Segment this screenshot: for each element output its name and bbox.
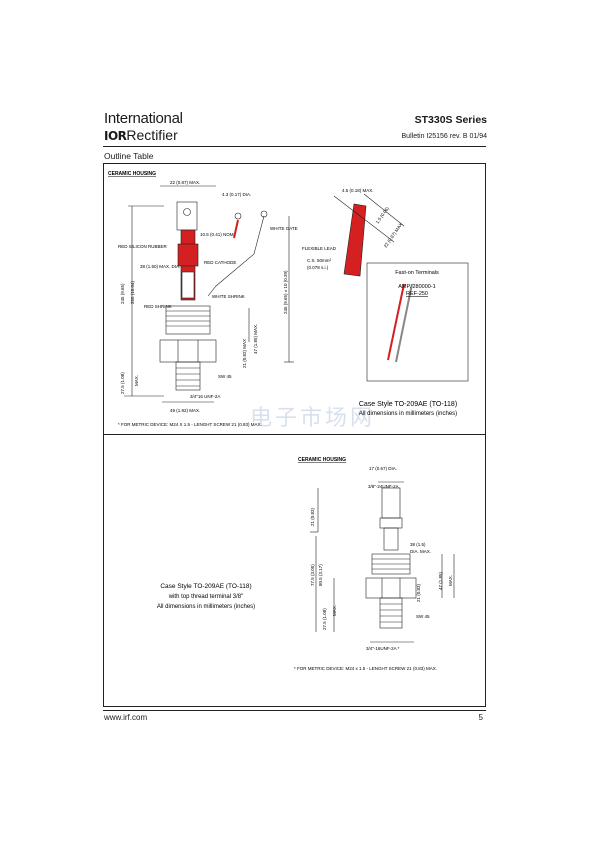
dim-275: 27.5 (1.08): [120, 372, 125, 394]
dim-dia-2: 17 (0.67) DIA.: [369, 466, 397, 471]
case-style-2: Case Style TO-209AE (TO-118): [160, 583, 251, 590]
section-title: Outline Table: [104, 151, 154, 161]
dim-47-2: 47 (1.85): [438, 571, 443, 590]
logo-rectifier: Rectifier: [126, 127, 178, 143]
housing-label-1: CERAMIC HOUSING: [108, 171, 156, 177]
dim-80: 80.5 (3.17): [318, 564, 323, 586]
red-rubber: [177, 243, 199, 267]
footer-rule: [103, 710, 486, 711]
label-white-shrink: WHITE SHRINK: [212, 294, 245, 299]
label-sw-2: SW 45: [416, 614, 430, 619]
outline-frame: [103, 163, 486, 707]
flexible-lead-side: [343, 203, 367, 277]
dim-47: 47 (1.85) MAX.: [253, 324, 258, 354]
watermark-text: 电子市场网: [250, 406, 376, 431]
top-thread-label: 3/8"-24UNF-2A: [368, 484, 399, 489]
gate-lead: [207, 215, 265, 297]
label-red-shrink: RED SHRINK: [144, 304, 172, 309]
dim-max-dia: 38 (1.50) MAX. DIA.: [140, 264, 180, 269]
ceramic-housing: [165, 305, 211, 335]
thread-stud: [175, 361, 201, 391]
dims-note-1: All dimensions in millimeters (inches): [359, 411, 457, 417]
top-lug: [176, 201, 198, 231]
gate-terminal: [234, 212, 242, 220]
case-style-sub-2: with top thread terminal 3/8": [168, 594, 244, 600]
dim-255: 255 (10.04): [130, 280, 135, 304]
cathode-terminal: [260, 210, 268, 218]
dim-side-45: 4.5 (0.18) MAX.: [342, 188, 374, 193]
hex-base: [159, 339, 217, 363]
lug-hole: [183, 208, 191, 216]
outline-divider: [103, 434, 486, 435]
company-logo-line1: International: [104, 110, 183, 127]
dim-max-2: MAX.: [448, 575, 453, 586]
dim-dia-small: 4.3 (0.17) DIA.: [222, 192, 251, 197]
fast-on-box: [366, 262, 469, 382]
dim-width-top: 22 (0.87) MAX.: [170, 180, 200, 185]
dim-max-dia2-2: DIA. MAX.: [410, 549, 431, 554]
footer-url[interactable]: www.irf.com: [104, 713, 148, 722]
dim-77: 77.5 (3.05): [310, 564, 315, 586]
footnote-1: * FOR METRIC DEVICE: M24 X 1.5 - LENGHT …: [118, 422, 262, 427]
fast-on-title: Fast-on Terminals: [395, 270, 439, 276]
label-sw: SW 45: [218, 374, 232, 379]
top-neck: [383, 527, 399, 551]
drawing-2: CERAMIC HOUSING 17 (0.67) DIA. 3/8"-24UN…: [157, 457, 455, 671]
dim-max-dia-2: 38 (1.5): [410, 542, 426, 547]
white-shrink: [181, 271, 195, 299]
thread-label-2: 3/4"-16UNF-2A *: [366, 646, 400, 651]
dim-21: 21 (0.82) MAX: [242, 339, 247, 368]
hex-base-2: [365, 577, 417, 599]
series-title: ST330S Series: [414, 114, 487, 126]
fast-on-amp: AMP. 280000-1: [398, 284, 436, 290]
housing-label-2: CERAMIC HOUSING: [298, 457, 346, 463]
label-white-gate: WHITE GATE: [270, 226, 298, 231]
bulletin-number: Bulletin I25156 rev. B 01/94: [401, 133, 487, 140]
dim-245: 245 (9.65): [120, 283, 125, 304]
dim-21-top: 21 (0.83): [310, 507, 315, 526]
dim-max2-2: MAX.: [332, 605, 337, 616]
label-red-silicon: RED SILICON RUBBER: [118, 244, 168, 249]
dim-nom: 10.5 (0.41) NOM.: [200, 232, 235, 237]
page-number: 5: [478, 713, 483, 722]
footnote-2: * FOR METRIC DEVICE: M24 x 1.5 - LENGHT …: [294, 666, 437, 671]
company-logo-line2: IORRectifier: [104, 127, 178, 143]
thread-stud-2: [379, 597, 403, 629]
dim-width-bottom: 49 (1.92) MAX.: [170, 408, 200, 413]
label-red-cathode: RED CATHODE: [204, 260, 236, 265]
dim-275-2: 27.5 (1.08): [322, 608, 327, 630]
top-thread-terminal: [381, 487, 401, 519]
fast-on-red: [387, 283, 405, 361]
drawing-1: CERAMIC HOUSING 22 (0.87) MAX. 4.3 (0.17…: [108, 171, 469, 427]
label-cs2: (0.078 s.i.): [307, 265, 329, 270]
ior-logo: IOR: [104, 129, 127, 143]
label-flex-lead: FLEXIBLE LEAD: [302, 246, 337, 251]
fast-on-ref: REF-250: [406, 291, 428, 297]
thread-label: 3/4"16 UNF-2A: [190, 394, 220, 399]
label-cs: C.S. 50mm²: [307, 258, 332, 263]
dims-note-2: All dimensions in millimeters (inches): [157, 604, 255, 610]
dim-max: MAX.: [134, 375, 139, 386]
dim-side-2: 22 (0.87) MAX: [383, 222, 404, 249]
red-cathode-lead: [233, 219, 239, 239]
dim-21-2: 21 (0.83): [416, 583, 421, 602]
header-rule: [103, 146, 486, 147]
dim-245b: 245 (9.65) ± 10 (0.39): [283, 270, 288, 314]
case-style-1: Case Style TO-209AE (TO-118): [359, 401, 457, 408]
fast-on-gray: [395, 283, 413, 363]
